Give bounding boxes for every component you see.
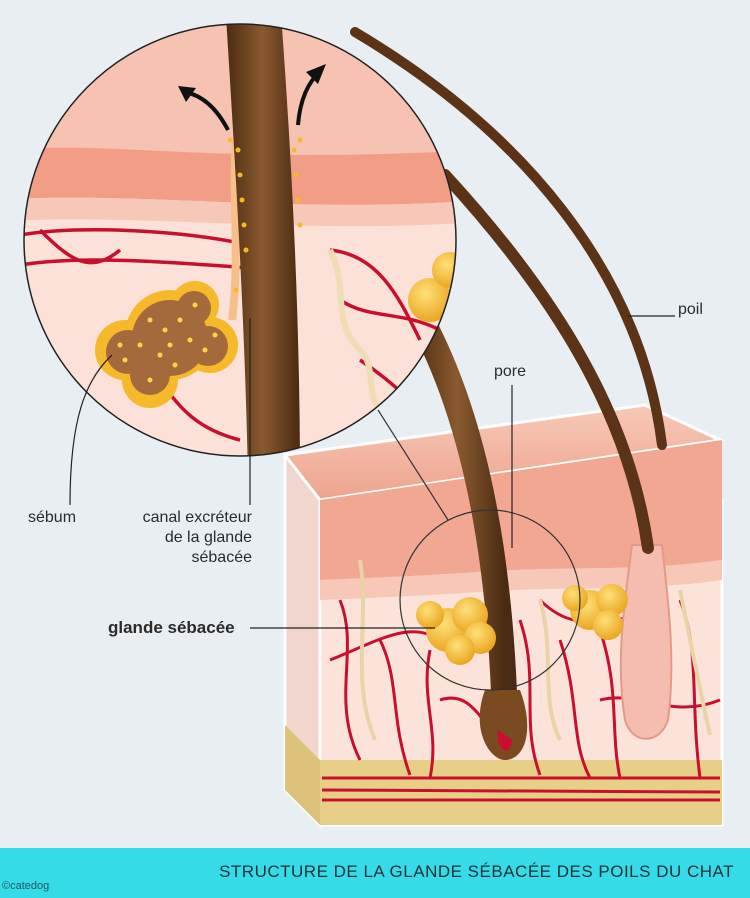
sebum-gland-magnified [95,281,238,408]
label-canal-line1: canal excréteur [142,509,252,526]
label-pore: pore [494,363,527,380]
label-canal-line3: sébacée [191,549,253,566]
zoom-link-line [377,409,449,521]
nerve-fibers [358,559,712,741]
label-poil: poil [678,301,703,318]
hair-follicle [619,544,673,740]
label-canal-excreteur: canal excréteur de la glande sébacée [108,508,252,568]
label-canal-line2: de la glande [164,529,252,546]
sebaceous-glands-block [416,584,628,665]
leader-lines [69,315,675,629]
footer-banner: STRUCTURE DE LA GLANDE SÉBACÉE DES POILS… [0,848,750,898]
sebaceous-gland-diagram [23,23,726,829]
gland-left [416,597,496,665]
hairs [350,27,673,760]
gland-right [562,584,628,640]
copyright-credit: ©catedog [2,880,50,892]
zoom-indicator-circle [399,509,581,691]
label-glande-sebacee: glande sébacée [108,618,235,637]
label-sebum: sébum [28,509,77,526]
figure-title: STRUCTURE DE LA GLANDE SÉBACÉE DES POILS… [219,862,734,881]
